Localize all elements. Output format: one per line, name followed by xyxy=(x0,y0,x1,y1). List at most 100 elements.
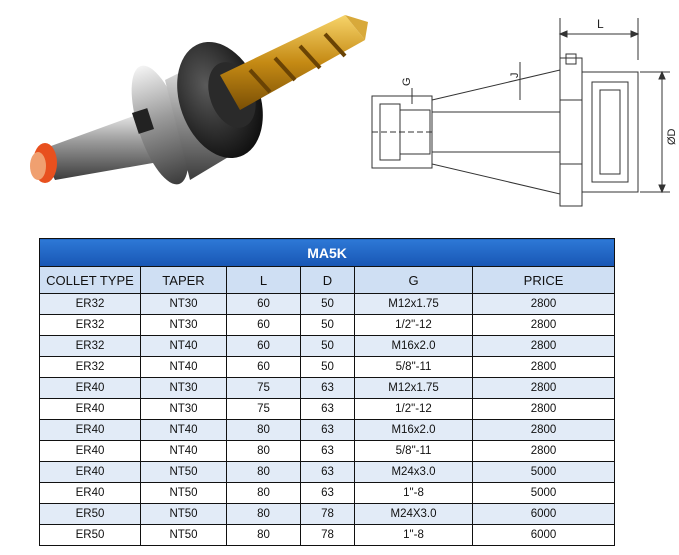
cell-g: M24X3.0 xyxy=(354,503,473,525)
cell-collet-type: ER40 xyxy=(39,461,141,483)
cell-d: 50 xyxy=(300,314,355,336)
cell-price: 2800 xyxy=(471,419,616,441)
dim-label-d: ØD xyxy=(666,128,678,145)
table-title-row: MA5K xyxy=(38,238,616,267)
dim-label-j: J xyxy=(509,73,521,79)
cell-price: 2800 xyxy=(471,356,616,378)
cell-price: 5000 xyxy=(471,461,616,483)
cell-taper: NT30 xyxy=(140,377,227,399)
cell-taper: NT40 xyxy=(140,440,227,462)
cell-g: 5/8"-11 xyxy=(354,356,473,378)
cell-taper: NT40 xyxy=(140,356,227,378)
cell-g: M16x2.0 xyxy=(354,335,473,357)
table-header-row: COLLET TYPE TAPER L D G PRICE xyxy=(39,266,616,294)
cell-l: 75 xyxy=(226,398,301,420)
cell-d: 50 xyxy=(300,293,355,315)
header-taper: TAPER xyxy=(140,266,227,294)
cell-l: 80 xyxy=(226,482,301,504)
cell-collet-type: ER40 xyxy=(39,419,141,441)
cell-collet-type: ER32 xyxy=(39,314,141,336)
cell-d: 63 xyxy=(300,461,355,483)
cell-taper: NT50 xyxy=(140,524,227,546)
cell-taper: NT30 xyxy=(140,398,227,420)
cell-price: 2800 xyxy=(471,440,616,462)
cell-g: 1/2"-12 xyxy=(354,398,473,420)
cell-l: 60 xyxy=(226,293,301,315)
cell-g: 1/2"-12 xyxy=(354,314,473,336)
cell-collet-type: ER40 xyxy=(39,482,141,504)
cell-taper: NT30 xyxy=(140,314,227,336)
cell-collet-type: ER32 xyxy=(39,293,141,315)
cell-g: M12x1.75 xyxy=(354,293,473,315)
cell-d: 78 xyxy=(300,503,355,525)
cell-g: M12x1.75 xyxy=(354,377,473,399)
dim-label-l: L xyxy=(597,17,604,31)
cell-l: 60 xyxy=(226,356,301,378)
table-title: MA5K xyxy=(38,238,616,267)
cell-l: 75 xyxy=(226,377,301,399)
cell-g: 5/8"-11 xyxy=(354,440,473,462)
cell-price: 2800 xyxy=(471,377,616,399)
cell-collet-type: ER40 xyxy=(39,377,141,399)
cell-price: 6000 xyxy=(471,503,616,525)
cell-g: 1"-8 xyxy=(354,482,473,504)
cell-price: 2800 xyxy=(471,314,616,336)
cell-taper: NT40 xyxy=(140,419,227,441)
cell-price: 5000 xyxy=(471,482,616,504)
cell-d: 50 xyxy=(300,356,355,378)
product-photo xyxy=(0,0,370,230)
cell-l: 80 xyxy=(226,524,301,546)
cell-collet-type: ER32 xyxy=(39,356,141,378)
cell-collet-type: ER50 xyxy=(39,524,141,546)
cell-taper: NT50 xyxy=(140,503,227,525)
cell-d: 50 xyxy=(300,335,355,357)
cell-taper: NT50 xyxy=(140,461,227,483)
cell-collet-type: ER50 xyxy=(39,503,141,525)
cell-price: 2800 xyxy=(471,398,616,420)
cell-taper: NT30 xyxy=(140,293,227,315)
cell-g: M16x2.0 xyxy=(354,419,473,441)
cell-g: 1"-8 xyxy=(354,524,473,546)
cell-d: 63 xyxy=(300,440,355,462)
cell-taper: NT50 xyxy=(140,482,227,504)
flange xyxy=(131,65,189,185)
cell-l: 60 xyxy=(226,314,301,336)
cell-l: 60 xyxy=(226,335,301,357)
technical-drawing: L G J ØD xyxy=(360,0,679,230)
cell-collet-type: ER40 xyxy=(39,398,141,420)
cell-d: 63 xyxy=(300,419,355,441)
cell-l: 80 xyxy=(226,440,301,462)
cell-d: 78 xyxy=(300,524,355,546)
cell-l: 80 xyxy=(226,419,301,441)
header-d: D xyxy=(300,266,355,294)
cell-price: 2800 xyxy=(471,335,616,357)
header-collet-type: COLLET TYPE xyxy=(39,266,141,294)
header-l: L xyxy=(226,266,301,294)
dim-label-g: G xyxy=(401,77,413,86)
header-g: G xyxy=(354,266,473,294)
cell-price: 2800 xyxy=(471,293,616,315)
cell-price: 6000 xyxy=(471,524,616,546)
cell-l: 80 xyxy=(226,461,301,483)
cell-l: 80 xyxy=(226,503,301,525)
cell-taper: NT40 xyxy=(140,335,227,357)
cell-collet-type: ER32 xyxy=(39,335,141,357)
cell-g: M24x3.0 xyxy=(354,461,473,483)
cell-d: 63 xyxy=(300,377,355,399)
cell-collet-type: ER40 xyxy=(39,440,141,462)
header-price: PRICE xyxy=(471,266,616,294)
cell-d: 63 xyxy=(300,398,355,420)
cell-d: 63 xyxy=(300,482,355,504)
